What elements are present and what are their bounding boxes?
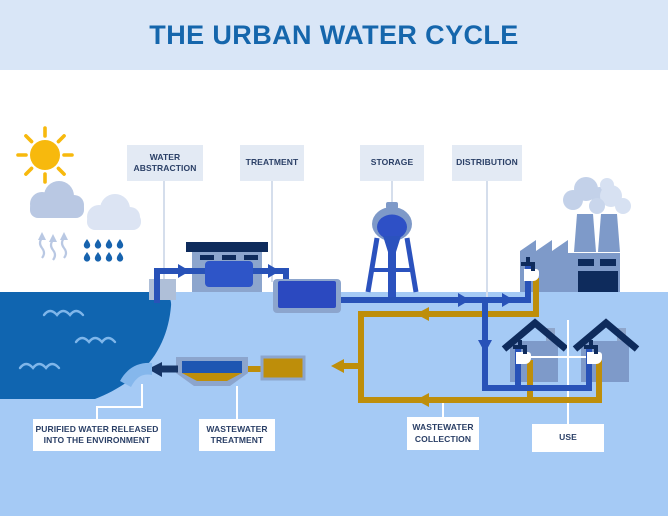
label-purified-water-released: PURIFIED WATER RELEASED INTO THE ENVIRON… — [33, 419, 161, 451]
outfall-icon — [120, 362, 178, 387]
smoke-icon — [563, 177, 631, 214]
clean-water-flow-arrows — [178, 264, 514, 353]
cloud-light-icon — [87, 194, 141, 230]
label-wastewater-collection: WASTEWATER COLLECTION — [407, 417, 479, 450]
rain-icon — [83, 239, 124, 262]
header-band: THE URBAN WATER CYCLE — [0, 0, 668, 70]
label-distribution: DISTRIBUTION — [452, 145, 522, 181]
label-storage: STORAGE — [360, 145, 424, 181]
evaporation-icon — [36, 230, 70, 262]
factory-icon — [520, 177, 631, 292]
wastewater-pipes — [342, 278, 602, 403]
label-treatment: TREATMENT — [240, 145, 304, 181]
clarifier-icon — [176, 357, 248, 386]
water-tower-icon — [365, 202, 419, 300]
label-use: USE — [532, 424, 604, 452]
storage-basin-icon — [273, 279, 341, 313]
water-intake-icon — [149, 279, 176, 300]
cloud-dark-icon — [30, 181, 84, 218]
page-title: THE URBAN WATER CYCLE — [149, 19, 519, 50]
sun-icon — [16, 126, 74, 184]
label-wastewater-treatment: WASTEWATER TREATMENT — [199, 419, 275, 451]
top-label-connectors — [163, 181, 488, 297]
label-water-abstraction: WATER ABSTRACTION — [127, 145, 203, 181]
wave-icon — [18, 309, 117, 370]
wastewater-flow-arrows — [331, 307, 429, 407]
treatment-tank-icon — [205, 261, 253, 287]
wastewater-treatment-unit-icon — [260, 355, 306, 381]
